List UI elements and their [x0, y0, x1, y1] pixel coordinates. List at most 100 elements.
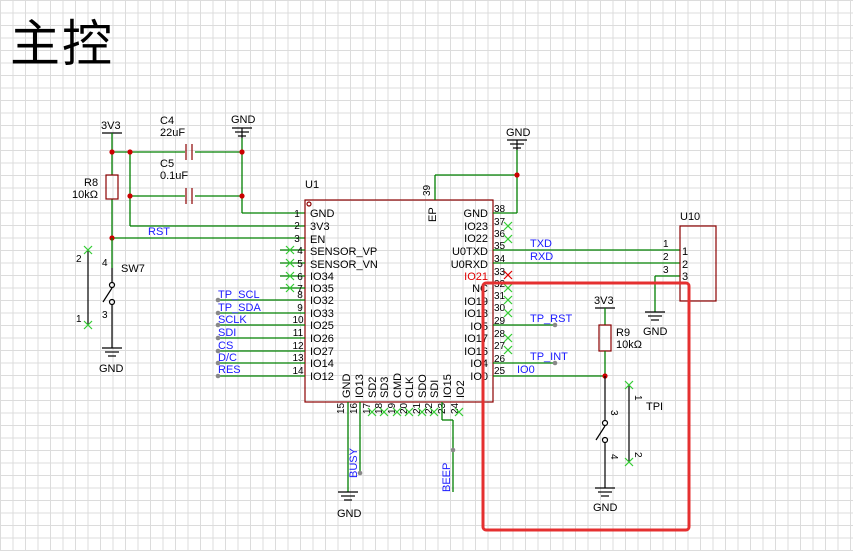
tpi-pin3: 3 — [608, 410, 619, 416]
connector-u10: U10 1 2 3 1 2 3 — [663, 211, 717, 302]
u1-pin-num: 1 — [294, 209, 300, 220]
u1-pin-num: 29 — [494, 316, 506, 327]
gnd-label-u10: GND — [643, 326, 668, 338]
c5-ref: C5 — [160, 158, 174, 170]
tpi-pin2: 2 — [632, 452, 643, 458]
u1-pin-num: 22 — [424, 402, 435, 414]
c4-ref: C4 — [160, 115, 174, 127]
u1-pin-num: 12 — [292, 341, 304, 352]
net-txd: TXD — [530, 238, 552, 250]
u1-pin-num: 2 — [294, 221, 300, 232]
net-cs: CS — [218, 340, 233, 352]
highlight-box — [481, 281, 691, 532]
gnd-symbol-caps: GND — [231, 114, 256, 138]
vcc-label-left: 3V3 — [101, 120, 121, 132]
vcc-label-r9: 3V3 — [594, 295, 614, 307]
u10-pin-in3: 3 — [682, 271, 688, 283]
net-tp-scl: TP_SCL — [218, 289, 260, 301]
u1-pin-name: SDI — [429, 380, 441, 398]
u1-pin-name: IO35 — [310, 283, 334, 295]
u1-pin-name: IO15 — [442, 374, 454, 398]
u1-pin-name: SD3 — [379, 377, 391, 398]
u1-pin-name: IO25 — [310, 320, 334, 332]
sw7-pin1: 1 — [76, 314, 82, 325]
u1-ep-pin: 39 EP — [422, 174, 517, 222]
u1-pin-num: 20 — [399, 402, 410, 414]
switch-sw7: 4 3 2 1 SW7 — [76, 238, 145, 348]
u1-pin-name-active: IO21 — [464, 271, 488, 283]
page-title: 主控 — [10, 15, 114, 73]
u1-pin-num: 14 — [292, 366, 304, 377]
u1-ref: U1 — [305, 179, 319, 191]
net-rxd: RXD — [530, 251, 553, 263]
net-io0: IO0 — [517, 364, 535, 376]
u10-pin1: 1 — [663, 239, 669, 250]
u1-ep-label: EP — [427, 207, 439, 222]
r8-value: 10kΩ — [72, 189, 98, 201]
u1-pin-name: CMD — [392, 373, 404, 398]
chip-u1: U1 — [304, 179, 494, 403]
gnd-symbol-u10: GND — [643, 311, 668, 338]
u1-ep-pin-num: 39 — [422, 184, 433, 196]
capacitor-c4: C4 22uF — [160, 115, 193, 160]
u1-pin-name: SENSOR_VP — [310, 246, 377, 258]
u1-pin-num: 19 — [387, 402, 398, 414]
net-res: RES — [218, 364, 241, 376]
u1-pin-name: IO27 — [310, 346, 334, 358]
gnd-label-u1-bottom: GND — [337, 508, 362, 520]
tpi-pin4: 4 — [608, 454, 619, 460]
gnd-symbol-u1-bottom: GND — [337, 491, 362, 520]
sw7-pin2: 2 — [76, 254, 82, 265]
u1-pin-name: U0RXD — [451, 259, 488, 271]
c5-value: 0.1uF — [160, 170, 188, 182]
r9-ref: R9 — [616, 327, 630, 339]
gnd-label-u1-top: GND — [506, 127, 531, 139]
u1-pin-name: U0TXD — [452, 246, 488, 258]
u1-pin-num: 13 — [292, 353, 304, 364]
gnd-label-sw7: GND — [99, 363, 124, 375]
u1-left-net-labels: TP_SCL TP_SDA SCLK SDI CS D/C RES — [215, 289, 261, 379]
u1-pin-num: 38 — [494, 204, 506, 215]
net-busy: BUSY — [348, 447, 360, 478]
u1-pin-num: 4 — [297, 246, 303, 257]
u1-pin-name: IO14 — [310, 358, 334, 370]
u1-pin-num: 31 — [494, 291, 506, 302]
gnd-label-caps: GND — [231, 114, 256, 126]
c4-value: 22uF — [160, 127, 185, 139]
sw7-ref: SW7 — [121, 263, 145, 275]
u1-pin-num: 11 — [293, 328, 304, 339]
net-sdi: SDI — [218, 327, 236, 339]
u1-pin-name: NC — [472, 283, 488, 295]
u10-ref: U10 — [680, 211, 700, 223]
u1-pin-num: 36 — [494, 229, 506, 240]
net-tp-sda: TP_SDA — [218, 302, 261, 314]
u1-pin-name: CLK — [404, 376, 416, 398]
u1-pin-name: SENSOR_VN — [310, 259, 378, 271]
u10-pin3: 3 — [663, 265, 669, 276]
u1-pin-num: 17 — [362, 402, 373, 414]
u1-pin-num: 5 — [297, 259, 303, 270]
u1-pin-num: 34 — [494, 254, 506, 265]
u1-pin-name: IO26 — [310, 333, 334, 345]
gnd-symbol-u1-top: GND — [506, 127, 531, 150]
u1-pin-num: 27 — [494, 341, 506, 352]
u1-pin-num: 37 — [494, 217, 506, 228]
u1-right-pin-list: GND 38 IO23 37 IO22 36 U0TXD 35 U0RXD 34… — [451, 204, 506, 383]
resistor-r9: R9 10kΩ — [598, 324, 642, 352]
u1-pin-name: GND — [464, 208, 489, 220]
sw7-pin3: 3 — [102, 310, 108, 321]
u1-pin-name: EN — [310, 234, 325, 246]
tpi-ref: TPI — [646, 401, 663, 413]
resistor-r8: R8 10kΩ — [72, 174, 119, 201]
gnd-symbol-sw7: GND — [99, 347, 124, 375]
u1-pin-name: IO13 — [354, 374, 366, 398]
u10-pin2: 2 — [663, 252, 669, 263]
u1-pin-num: 3 — [294, 234, 300, 245]
u1-pin-name: IO4 — [470, 358, 488, 370]
gnd-symbol-tpi: GND — [593, 487, 618, 514]
net-beep: BEEP — [441, 463, 453, 492]
u1-pin-name: IO33 — [310, 308, 334, 320]
u1-bottom-pin-list: GND 15 IO13 16 SD2 17 SD3 18 CMD 19 CLK … — [336, 373, 467, 414]
u1-pin-num: 33 — [494, 267, 506, 278]
